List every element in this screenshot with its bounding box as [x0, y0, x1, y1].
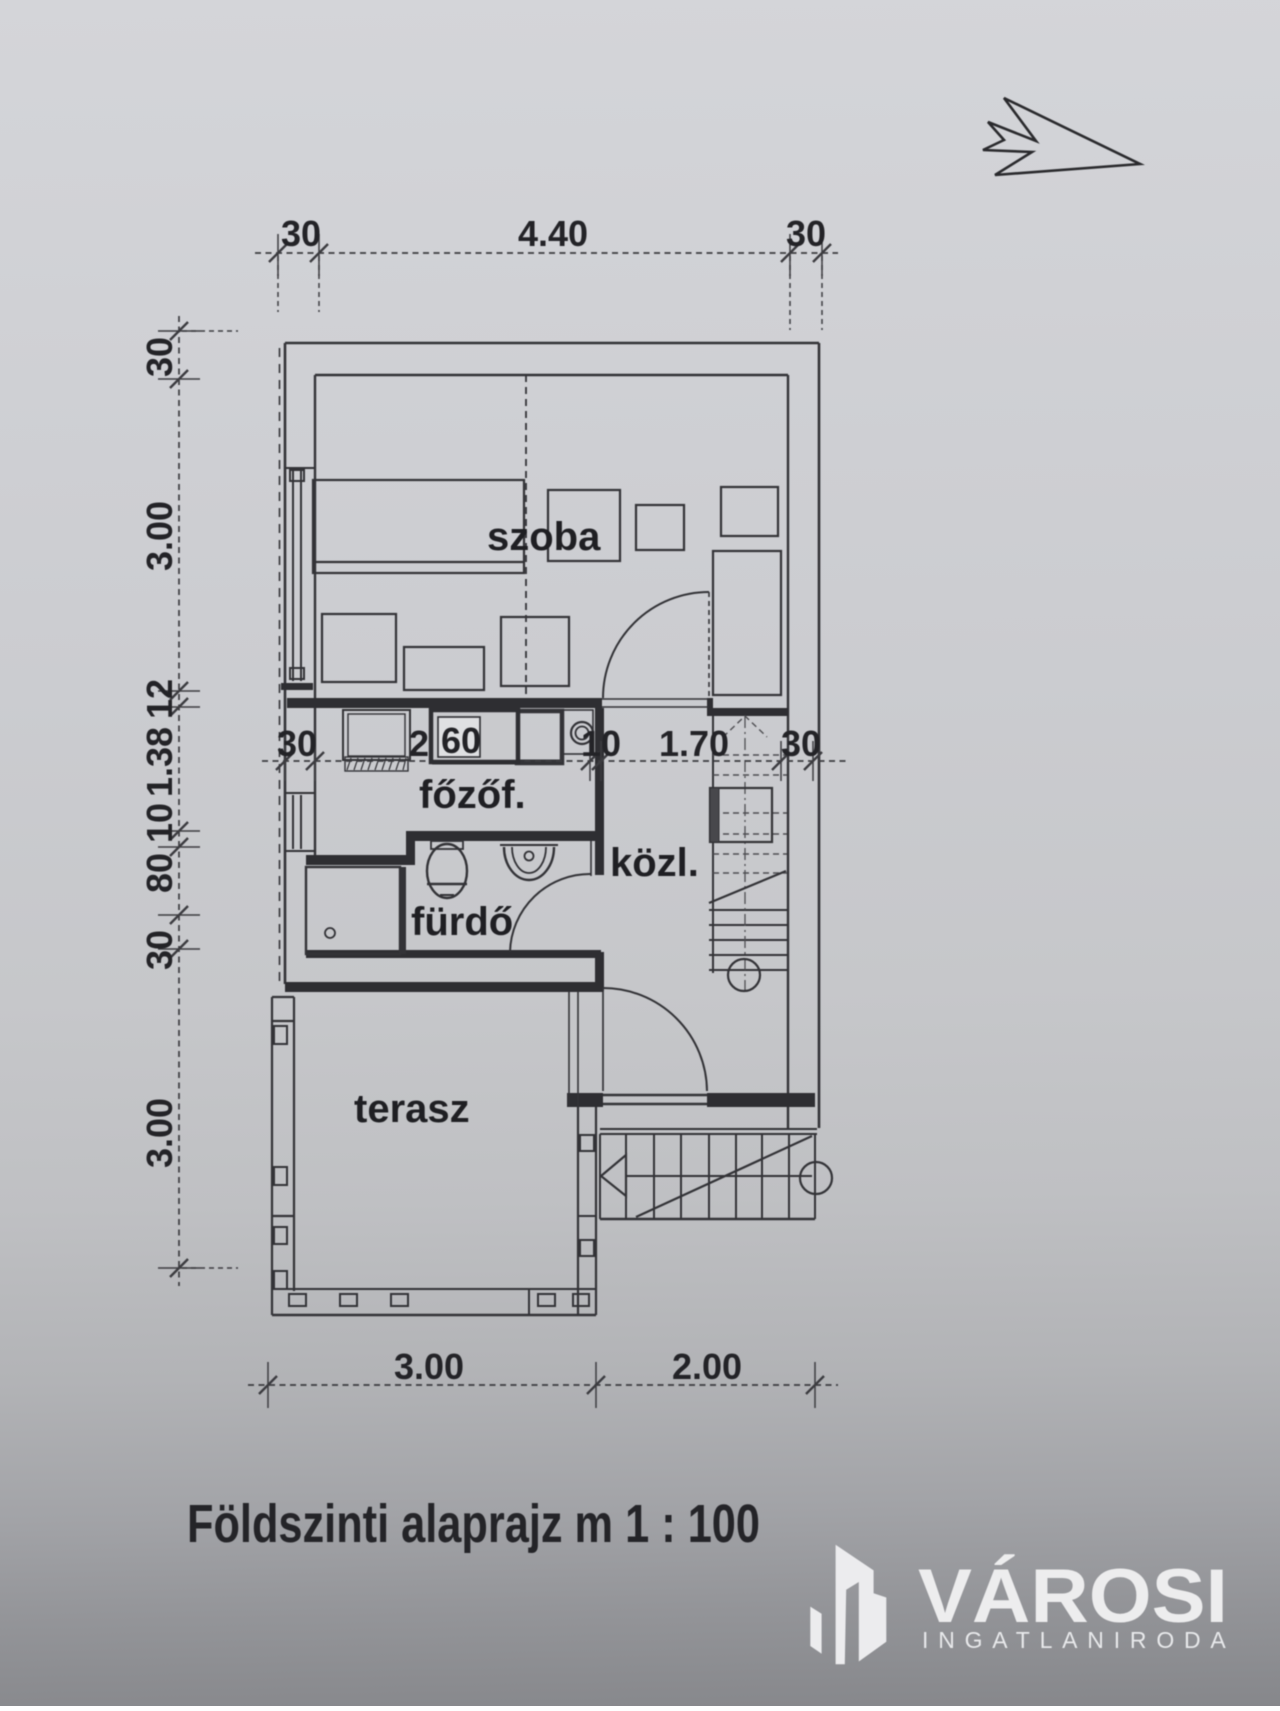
svg-text:30: 30: [277, 723, 317, 764]
svg-text:3.00: 3.00: [139, 1098, 180, 1168]
svg-text:3.00: 3.00: [139, 501, 180, 571]
svg-text:INGATLANIRODA: INGATLANIRODA: [922, 1627, 1236, 1653]
svg-text:60: 60: [441, 720, 481, 761]
svg-text:10: 10: [139, 803, 180, 843]
svg-text:3.00: 3.00: [394, 1346, 464, 1387]
svg-text:30: 30: [139, 930, 180, 970]
svg-text:30: 30: [281, 213, 321, 254]
svg-text:4.40: 4.40: [518, 213, 588, 254]
svg-text:Földszinti alaprajz m 1 : 100: Földszinti alaprajz m 1 : 100: [187, 1494, 760, 1554]
svg-text:közl.: közl.: [610, 841, 699, 885]
svg-text:1.70: 1.70: [659, 723, 729, 764]
svg-text:80: 80: [139, 853, 180, 893]
svg-text:terasz: terasz: [354, 1087, 470, 1131]
svg-text:2.00: 2.00: [672, 1346, 742, 1387]
svg-text:30: 30: [781, 723, 821, 764]
svg-text:2: 2: [409, 723, 429, 764]
svg-text:12: 12: [139, 679, 180, 719]
svg-text:VÁROSI: VÁROSI: [918, 1554, 1228, 1639]
svg-text:1.38: 1.38: [139, 727, 180, 797]
svg-text:fürdő: fürdő: [411, 900, 513, 944]
svg-text:30: 30: [139, 337, 180, 377]
svg-text:főzőf.: főzőf.: [419, 773, 526, 817]
svg-text:10: 10: [581, 723, 621, 764]
svg-text:szoba: szoba: [487, 515, 601, 559]
svg-text:30: 30: [786, 213, 826, 254]
